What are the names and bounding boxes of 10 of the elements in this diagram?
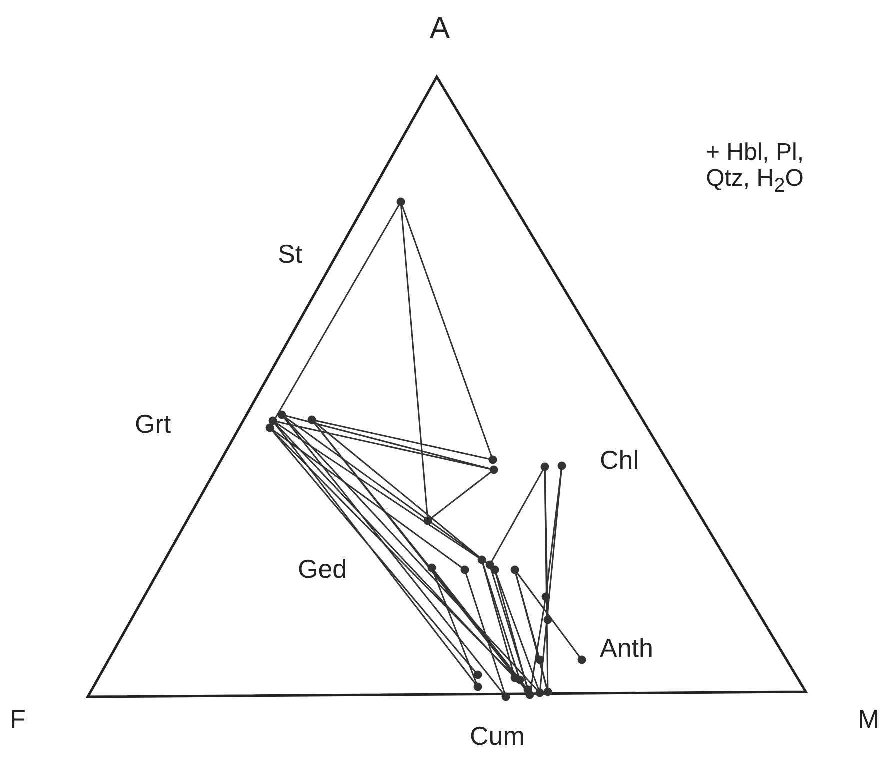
vertex-label: A (430, 12, 450, 45)
mineral-label: Chl (600, 446, 640, 475)
vertex-label: M (858, 705, 880, 734)
mineral-label: Ged (298, 555, 348, 584)
mineral-label: Anth (600, 634, 654, 663)
mineral-label: Grt (135, 410, 172, 439)
assemblage-note: + Hbl, Pl, Qtz, H$_{2}$O (704, 140, 806, 198)
vertex-label: F (10, 705, 26, 734)
mineral-label: Cum (470, 722, 525, 751)
mineral-label: St (278, 240, 303, 269)
